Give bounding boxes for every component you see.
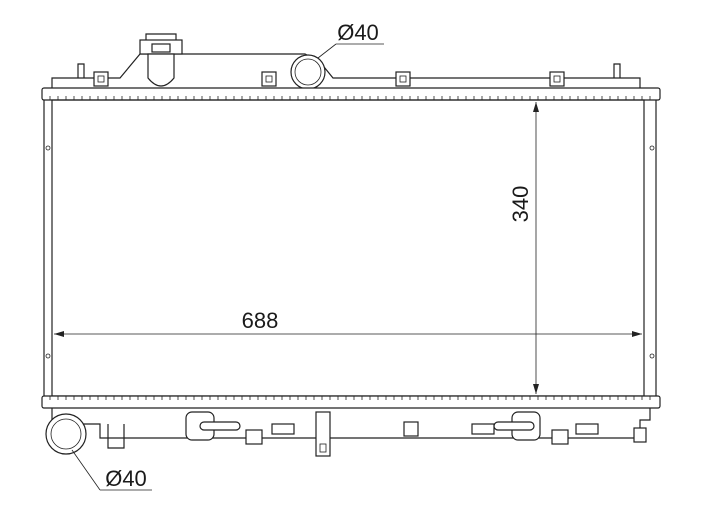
inlet-pipe [290,54,326,90]
outlet-callout: Ø40 [71,449,152,491]
inlet-callout: Ø40 [317,20,384,59]
top-crimp-teeth [49,96,651,100]
width-dimension: 688 [54,308,642,337]
top-brackets [77,63,621,87]
outlet-pipe [45,413,87,455]
bottom-tank [41,395,661,457]
height-dimension: 340 [508,102,539,394]
bottom-fittings [107,411,647,457]
width-label: 688 [242,308,279,333]
bottom-crimp-teeth [49,396,651,400]
height-label: 340 [508,186,533,223]
top-tank [41,33,661,101]
radiator-core [43,99,657,397]
outlet-diameter-label: Ø40 [105,466,147,491]
filler-cap [139,33,183,87]
inlet-diameter-label: Ø40 [337,20,379,45]
